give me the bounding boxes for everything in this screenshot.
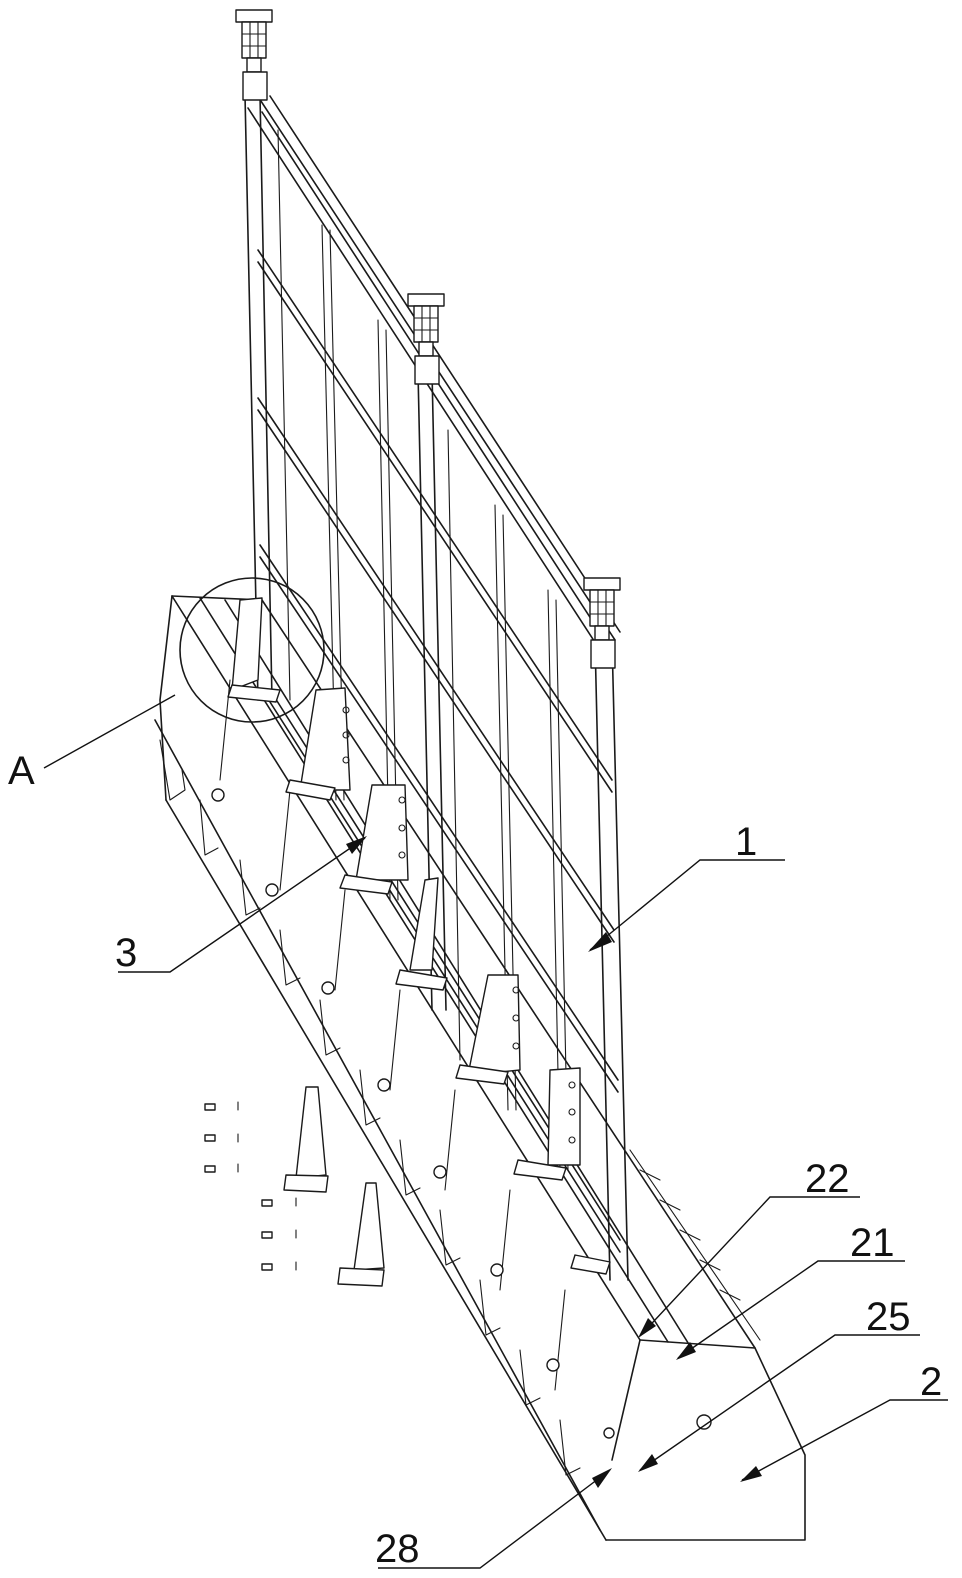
callout-21: 21 (850, 1221, 895, 1265)
lamp-post-left (236, 10, 272, 100)
callout-25: 25 (866, 1295, 911, 1339)
support-brackets (228, 598, 610, 1274)
exploded-parts (205, 1087, 384, 1286)
callout-a: A (8, 749, 35, 793)
lamp-post-right (584, 578, 620, 668)
lamp-post-middle (408, 294, 444, 384)
callout-2: 2 (920, 1360, 942, 1404)
leader-lines (44, 695, 948, 1568)
callout-1: 1 (735, 820, 757, 864)
callout-28: 28 (375, 1527, 420, 1571)
callout-22: 22 (805, 1157, 850, 1201)
callout-3: 3 (115, 931, 137, 975)
